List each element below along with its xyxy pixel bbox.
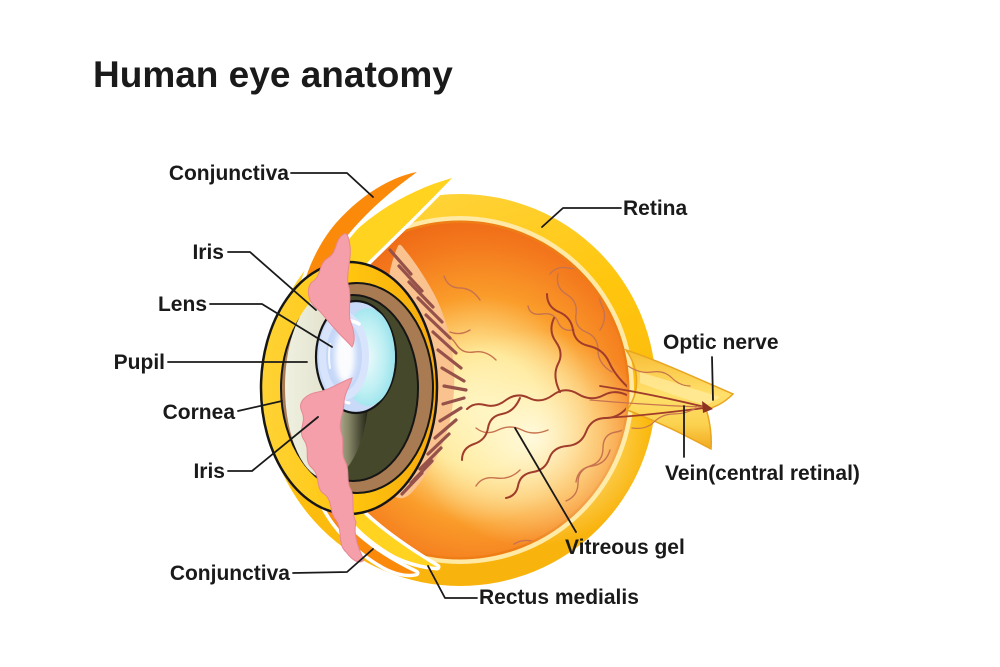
- leader-conjunctiva-bottom: [292, 548, 374, 574]
- optic-nerve-shape: [624, 348, 735, 451]
- leader-lines: [167, 172, 714, 599]
- iris-tissue-bottom: [300, 377, 365, 563]
- leader-retina: [541, 207, 622, 228]
- label-rectus-medialis: Rectus medialis: [479, 586, 639, 609]
- anterior-segment: [259, 233, 439, 563]
- lens-left-glint: [328, 343, 331, 369]
- optic-nerve-head: [702, 401, 713, 413]
- label-pupil: Pupil: [114, 351, 165, 374]
- leader-iris-top: [227, 251, 317, 311]
- leader-rectus-medialis: [427, 565, 478, 599]
- label-iris-bottom: Iris: [193, 460, 225, 483]
- leader-lens: [209, 303, 333, 348]
- retinal-blood-vessels: [437, 261, 627, 545]
- label-retina: Retina: [623, 197, 688, 220]
- optic-nerve-group: [589, 348, 735, 451]
- optic-nerve-vessels: [589, 365, 706, 429]
- leader-cornea: [237, 400, 283, 412]
- label-conjunctiva-bottom: Conjunctiva: [170, 562, 290, 585]
- label-iris-top: Iris: [192, 241, 224, 264]
- label-optic-nerve: Optic nerve: [663, 331, 779, 354]
- label-lens: Lens: [158, 293, 207, 316]
- label-vein-central-retinal: Vein(central retinal): [665, 462, 860, 485]
- vessels-dark: [461, 293, 627, 499]
- ciliary-hash-marks: [388, 248, 468, 496]
- optic-nerve-sheen: [640, 372, 720, 405]
- macula-glow: [414, 330, 650, 546]
- leader-optic-nerve: [711, 356, 714, 401]
- page-title: Human eye anatomy: [93, 54, 453, 95]
- leader-iris-bottom: [227, 416, 319, 472]
- leader-vitreous-gel: [514, 427, 577, 533]
- label-conjunctiva-top: Conjunctiva: [169, 162, 289, 185]
- label-cornea: Cornea: [163, 401, 236, 424]
- label-vitreous-gel: Vitreous gel: [565, 536, 685, 559]
- iris-tissue-top: [307, 233, 355, 348]
- leader-conjunctiva-top: [290, 172, 374, 198]
- iris-tissue: [300, 233, 365, 563]
